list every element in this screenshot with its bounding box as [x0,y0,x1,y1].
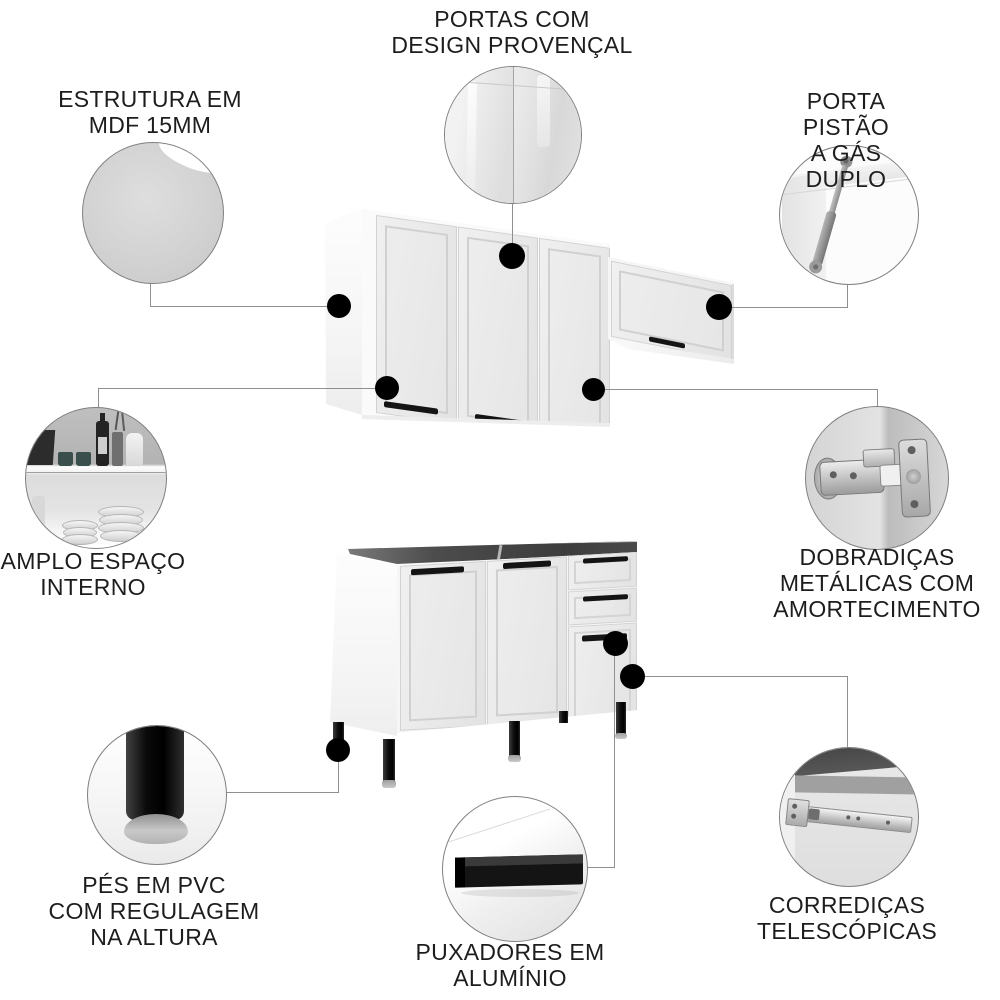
feature-label-pes: PÉS EM PVC COM REGULAGEM NA ALTURA [48,872,260,950]
pvc-foot-detail-image [87,725,227,865]
shelf-interior-detail-image [25,407,167,549]
callout-line-corredicas-v [847,676,848,748]
aluminum-handle-detail-image [442,796,588,942]
callout-line-dobradicas-v [877,389,878,408]
cabinet-leg-foot [508,755,521,762]
door-design-detail-image [444,66,582,204]
plate-stack [98,506,144,542]
jar [112,432,123,466]
callout-line-puxadores-v [614,642,615,868]
callout-dot-pistao [706,294,732,320]
callout-line-estrutura-h [150,306,340,307]
base-cabinet-door-2 [487,556,567,726]
gas-piston-detail-image [779,145,919,285]
callout-line-pistao-h [719,307,848,308]
base-cabinet-door-1 [400,561,486,731]
storage-box [26,430,56,465]
callout-dot-amplo [375,376,399,400]
feature-label-estrutura: ESTRUTURA EM MDF 15MM [58,86,242,138]
hinge-detail-image [805,406,949,550]
slide-rail-icon [785,798,913,839]
callout-line-pistao-v [847,282,848,308]
handle-bar-icon [455,854,583,888]
door-gap-seam [513,67,514,203]
callout-dot-portas [499,243,525,269]
cabinet-leg [333,722,344,747]
callout-dot-corredicas [620,664,645,689]
callout-line-amplo-v [98,388,99,408]
base-cabinet-front [397,552,637,733]
telescopic-slide-detail-image [779,747,919,887]
feature-label-amplo: AMPLO ESPAÇO INTERNO [0,548,186,600]
cabinet-leg-foot [382,780,396,788]
hinge-icon [806,407,948,549]
cabinet-leg [616,702,626,736]
plate-stack [62,520,98,545]
callout-dot-estrutura [327,294,351,318]
mug [76,452,91,466]
cabinet-leg-foot [615,733,627,739]
jar [32,496,45,528]
callout-dot-dobradicas [582,378,605,401]
wall-cabinet-front [362,209,610,425]
callout-line-puxadores-h [585,867,615,868]
callout-dot-pes [326,738,350,762]
drawer-1 [568,552,637,591]
callout-line-pes-v [338,748,339,793]
mug [58,452,73,466]
flipup-cabinet-right-edge [732,284,734,359]
callout-line-pes-h [224,792,339,793]
feature-label-portas: PORTAS COM DESIGN PROVENÇAL [391,6,633,58]
drawer-2 [568,587,637,626]
cabinet-leg [509,721,520,757]
callout-line-amplo-h [98,388,388,389]
callout-dot-puxadores [603,631,628,656]
door-shaker-frame [496,565,558,717]
mdf-structure-detail-image [82,142,224,284]
cabinet-leg [559,711,568,723]
pvc-foot-icon [126,726,184,820]
callout-line-dobradicas-h [594,389,878,390]
feature-label-dobradicas: DOBRADIÇAS METÁLICAS COM AMORTECIMENTO [773,544,981,622]
base-cabinet-back-rim [348,541,637,547]
door-shaker-frame [409,570,477,722]
callout-line-portas [512,202,513,256]
feature-label-pistao: PORTA PISTÃO A GÁS DUPLO [802,88,890,192]
cabinet-leg [383,739,395,783]
foot-adjuster-cap [124,814,188,844]
vase [126,433,143,466]
feature-label-puxadores: PUXADORES EM ALUMÍNIO [415,939,605,991]
callout-line-corredicas-h [632,676,848,677]
feature-label-corredicas: CORREDIÇAS TELESCÓPICAS [757,892,937,944]
base-cabinet-side-panel [330,553,397,736]
callout-line-estrutura-v [150,281,151,307]
